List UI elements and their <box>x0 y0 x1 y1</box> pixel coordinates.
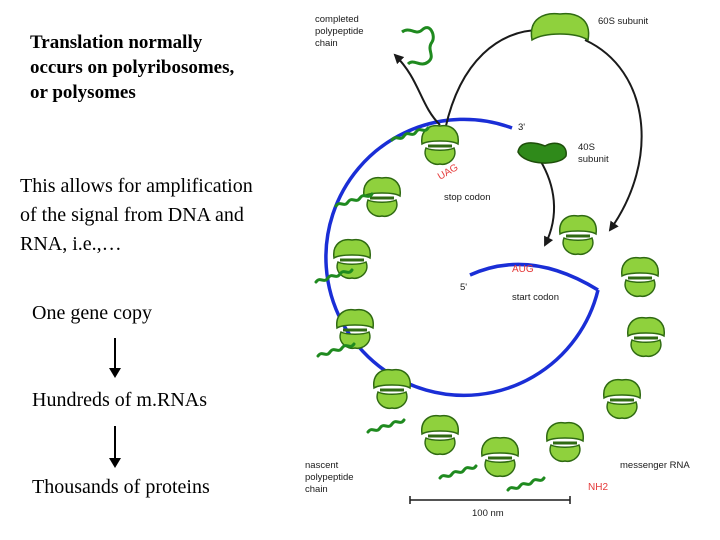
recycle-arrow-60s <box>584 39 643 232</box>
gene-copy-label: One gene copy <box>32 302 152 324</box>
slide-title: Translation normally occurs on polyribos… <box>30 30 320 105</box>
amplification-text: This allows for amplification of the sig… <box>20 172 310 259</box>
chain-5 <box>366 418 406 434</box>
nascent-label-3: chain <box>305 484 328 495</box>
proteins-label: Thousands of proteins <box>32 476 210 498</box>
chain-7 <box>506 476 546 492</box>
free-60s-subunit <box>530 12 590 42</box>
amp-line-1: This allows for amplification <box>20 175 253 197</box>
recycle-arrow-40s <box>539 159 556 247</box>
completed-label-2: polypeptide <box>315 26 364 37</box>
amp-line-3: RNA, i.e.,… <box>20 233 122 255</box>
ribosome-8 <box>545 421 585 463</box>
five-prime-label: 5' <box>460 282 467 293</box>
ribosome-3 <box>332 238 372 280</box>
ribosome-11 <box>620 256 660 298</box>
mrnas-label: Hundreds of m.RNAs <box>32 389 207 411</box>
ribosome-4 <box>335 308 375 350</box>
title-line-1: Translation normally <box>30 32 203 53</box>
ribosome-7 <box>480 436 520 478</box>
title-line-3: or polysomes <box>30 82 136 103</box>
polysome-diagram: completed polypeptide chain 60S subunit … <box>305 12 690 519</box>
title-line-2: occurs on polyribosomes, <box>30 57 235 78</box>
nh2-label: NH2 <box>588 482 608 493</box>
ribosome-10 <box>626 316 666 358</box>
mrna-5prime-end <box>469 262 599 292</box>
free-40s-subunit <box>517 142 567 164</box>
down-arrow-1 <box>109 338 121 378</box>
ribosome-1 <box>420 124 460 166</box>
nascent-label-2: polypeptide <box>305 472 354 483</box>
aug-codon: AUG <box>512 264 534 275</box>
chain-4 <box>316 342 356 358</box>
down-arrow-2 <box>109 426 121 468</box>
forty-s-label-1: 40S <box>578 142 595 153</box>
three-prime-label: 3' <box>518 122 525 133</box>
ribosome-5 <box>372 368 412 410</box>
ribosome-12 <box>558 214 598 256</box>
completed-chain-icon <box>401 26 435 66</box>
nascent-label-1: nascent <box>305 460 339 471</box>
scale-label: 100 nm <box>472 508 504 519</box>
stop-codon-label: stop codon <box>444 192 490 203</box>
messenger-rna-label: messenger RNA <box>620 460 690 471</box>
release-arrow-60s <box>444 25 542 131</box>
forty-s-label-2: subunit <box>578 154 609 165</box>
start-codon-label: start codon <box>512 292 559 303</box>
ribosome-9 <box>602 378 642 420</box>
ribosome-6 <box>420 414 460 456</box>
completed-label-1: completed <box>315 14 359 25</box>
completed-label-3: chain <box>315 38 338 49</box>
amp-line-2: of the signal from DNA and <box>20 204 244 226</box>
chain-6 <box>438 464 478 480</box>
sixty-s-label: 60S subunit <box>598 16 649 27</box>
release-arrow-chain <box>393 53 441 126</box>
uag-codon: UAG <box>436 162 460 182</box>
